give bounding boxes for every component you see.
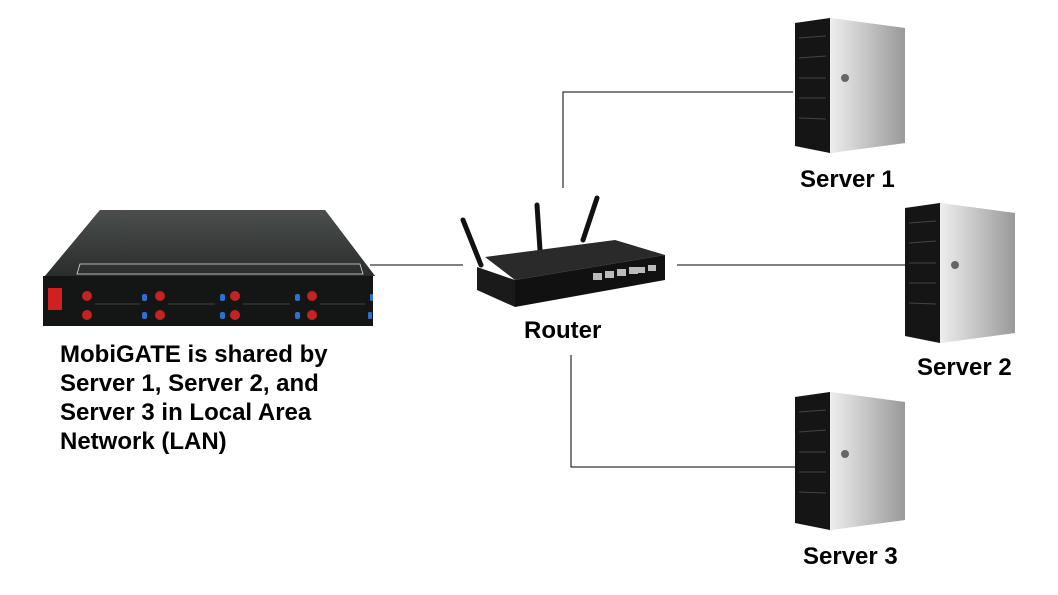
mobigate-description: MobiGATE is shared by Server 1, Server 2… — [60, 341, 328, 455]
server3-image — [795, 392, 905, 530]
server1-image — [795, 18, 905, 153]
server2-image — [905, 203, 1015, 343]
mobigate-device-image — [43, 210, 375, 326]
router-label: Router — [524, 317, 602, 344]
link-router-server1 — [562, 91, 793, 188]
link-router-server3 — [570, 355, 795, 468]
server3-label: Server 3 — [803, 543, 898, 570]
server2-label: Server 2 — [917, 354, 1012, 381]
router-image — [460, 195, 665, 307]
server1-label: Server 1 — [800, 166, 895, 193]
